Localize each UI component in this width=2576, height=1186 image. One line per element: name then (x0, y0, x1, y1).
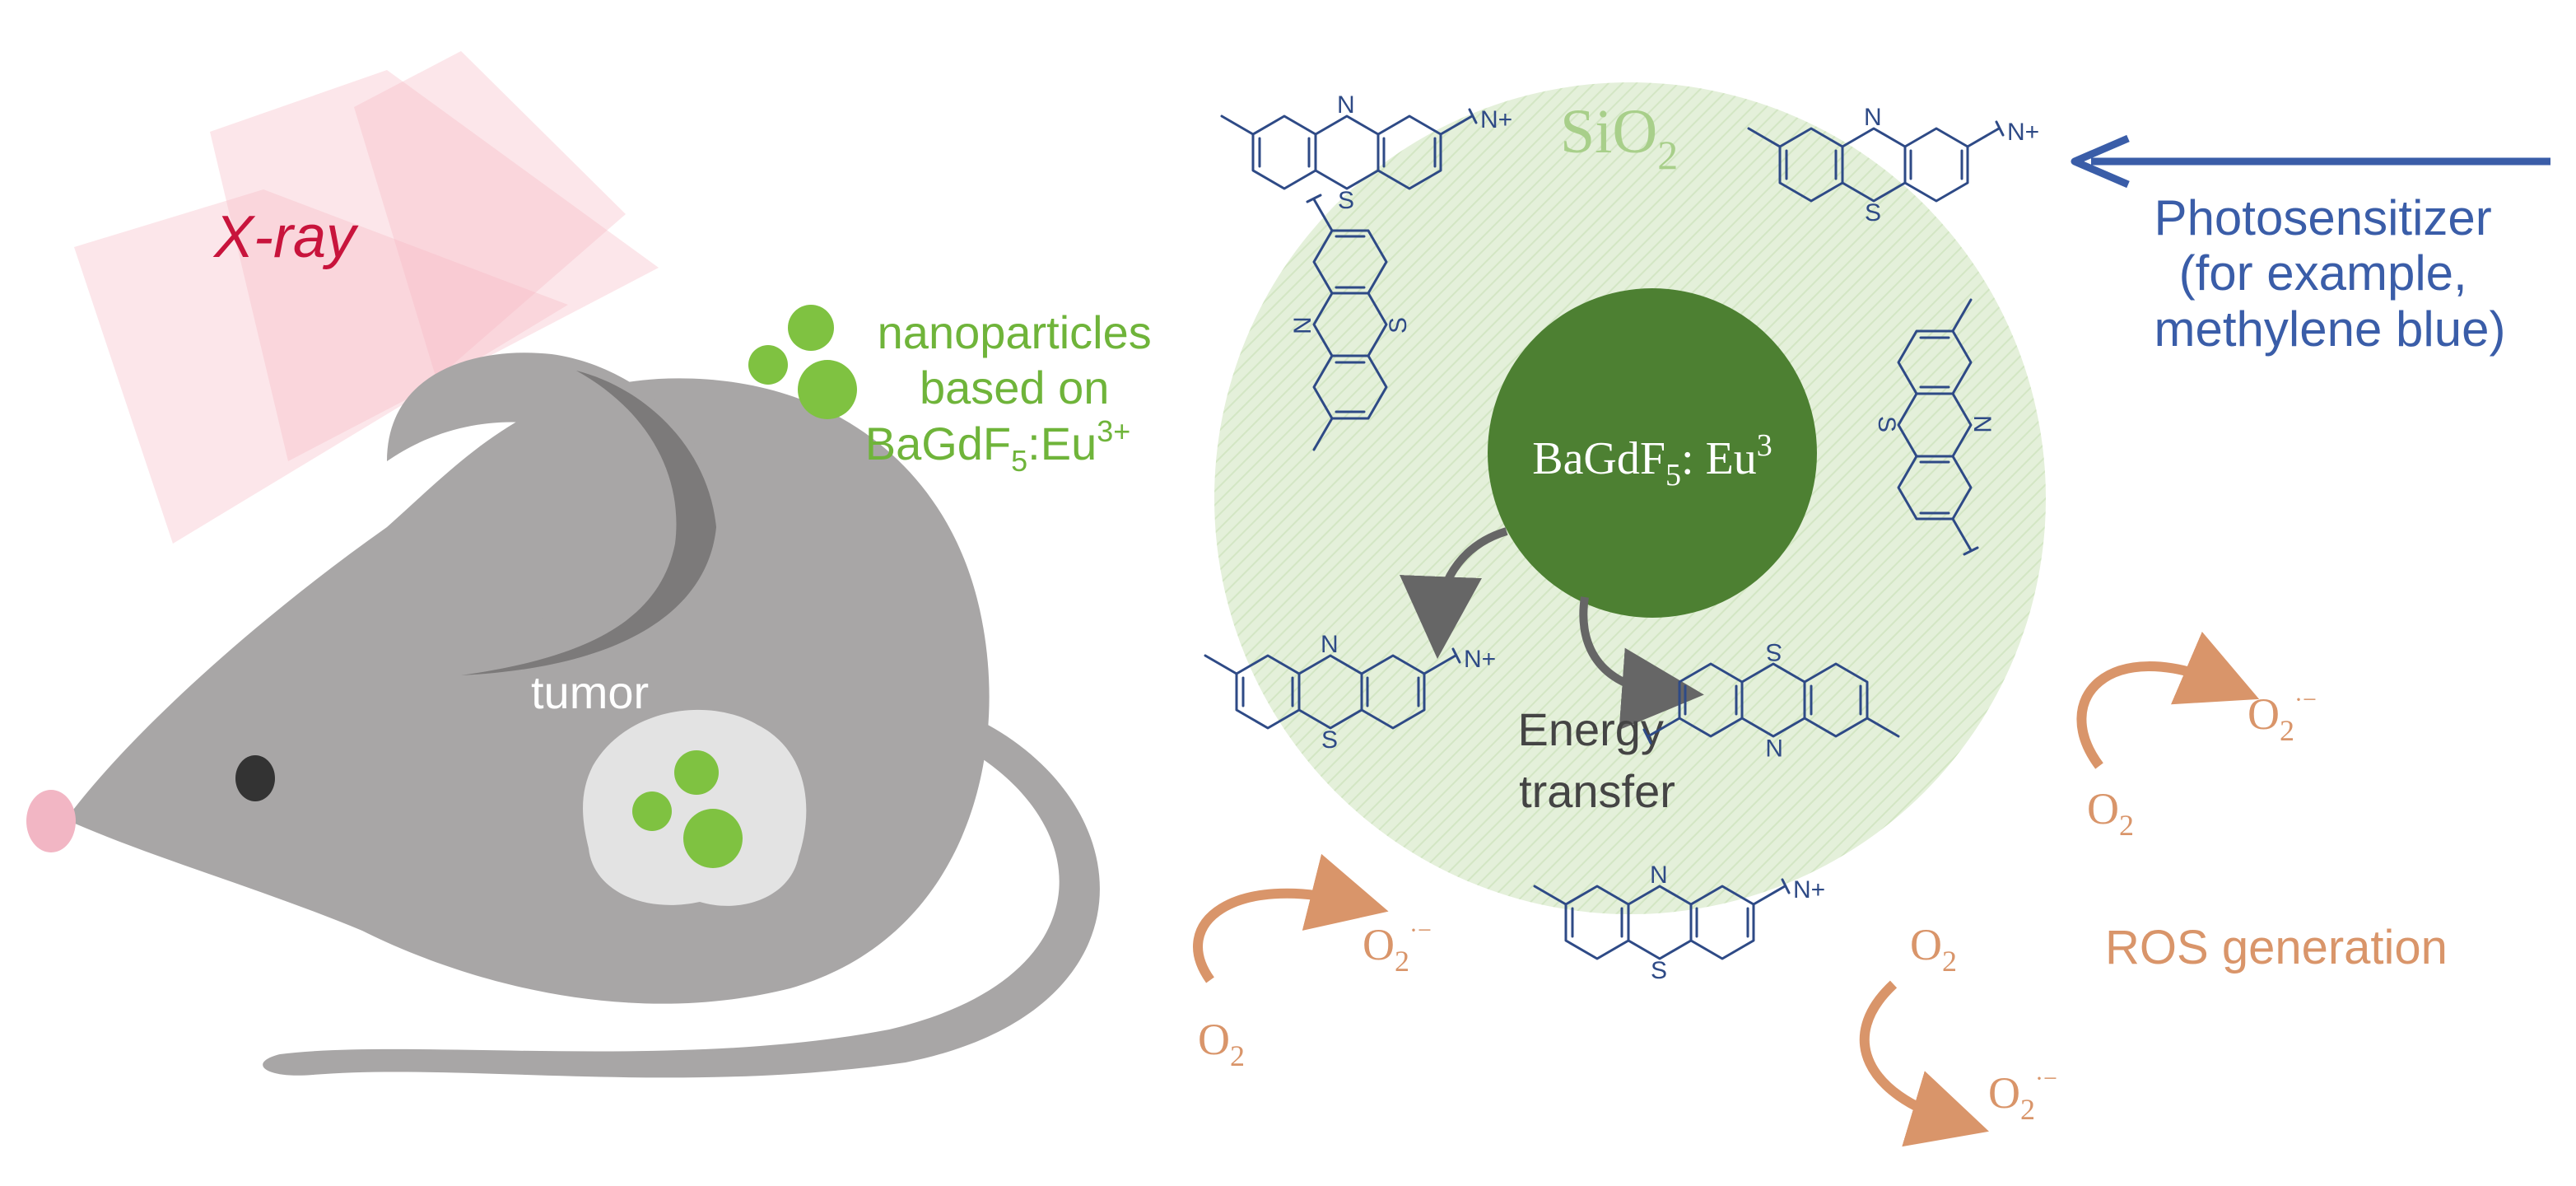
xray-beams (74, 51, 659, 544)
methylene-blue-molecule: N S N+ (1204, 631, 1496, 754)
tumor-region (583, 709, 807, 906)
nanoparticle-icon (788, 305, 834, 351)
svg-text:N: N (1321, 631, 1339, 658)
svg-text:S: S (1865, 199, 1881, 226)
ros-generation-label: ROS generation (2105, 921, 2448, 974)
mouse-ear-fold (461, 371, 716, 675)
svg-text:N+: N+ (1793, 876, 1825, 904)
mouse-nose (26, 790, 76, 852)
svg-text:S: S (1873, 416, 1900, 432)
svg-text:N+: N+ (1480, 106, 1512, 133)
svg-text:N: N (1968, 415, 1996, 433)
svg-text:N: N (1337, 91, 1355, 119)
svg-text:O2·−: O2·− (1988, 1065, 2057, 1126)
methylene-blue-molecule: N S (1873, 298, 1996, 556)
energy-transfer-label: Energy transfer (1518, 703, 1677, 817)
ros-reaction: O2 O2·− (2076, 631, 2317, 842)
nanoparticle-icon (798, 360, 857, 419)
svg-text:S: S (1651, 957, 1667, 984)
svg-text:N+: N+ (1464, 646, 1496, 673)
ros-reaction: O2 O2·− (1193, 853, 1432, 1072)
svg-text:O2: O2 (1910, 920, 1957, 978)
ros-reaction: O2 O2·− (1859, 920, 2057, 1147)
svg-text:O2·−: O2·− (1363, 917, 1432, 978)
photosensitizer-label: Photosensitizer (for example, methylene … (2154, 190, 2506, 357)
tumor-label: tumor (531, 666, 649, 718)
svg-text:O2: O2 (2087, 784, 2134, 842)
tumor-nanoparticle (674, 750, 719, 795)
svg-text:N: N (1864, 104, 1882, 131)
energy-transfer-arrows (1400, 527, 1704, 731)
nanoparticle-icon (748, 345, 788, 385)
svg-text:N: N (1650, 861, 1668, 889)
nanoparticles-legend: nanoparticles based on BaGdF5:Eu3+ (748, 305, 1165, 478)
nanoparticles-label: nanoparticles based on BaGdF5:Eu3+ (865, 306, 1165, 478)
svg-text:S: S (1338, 187, 1354, 214)
methylene-blue-molecule: N S N+ (1533, 861, 1825, 984)
core-label: BaGdF5: Eu3 (1532, 428, 1772, 493)
tumor-nanoparticle (632, 791, 672, 831)
shell-label: SiO2 (1560, 97, 1678, 178)
nanoparticle-core (1488, 288, 1817, 618)
svg-text:S: S (1385, 317, 1412, 334)
svg-text:N+: N+ (2007, 119, 2039, 146)
svg-text:S: S (1766, 638, 1782, 665)
methylene-blue-molecule: N S (1642, 638, 1900, 761)
svg-text:N: N (1765, 734, 1783, 761)
svg-text:S: S (1321, 726, 1338, 754)
svg-text:O2·−: O2·− (2248, 686, 2317, 747)
tumor-nanoparticle (683, 809, 743, 868)
methylene-blue-molecule: N S N+ (1747, 104, 2039, 226)
methylene-blue-molecule: N S (1289, 194, 1412, 451)
svg-text:O2: O2 (1198, 1015, 1245, 1072)
methylene-blue-molecule: N S N+ (1220, 91, 1512, 214)
mouse-ear (387, 353, 717, 675)
svg-text:N: N (1289, 316, 1316, 334)
mouse-eye (235, 755, 275, 801)
mouse-illustration: tumor (26, 353, 1100, 1078)
photosensitizer-arrowhead (2071, 134, 2130, 189)
xray-label: X-ray (212, 204, 359, 270)
